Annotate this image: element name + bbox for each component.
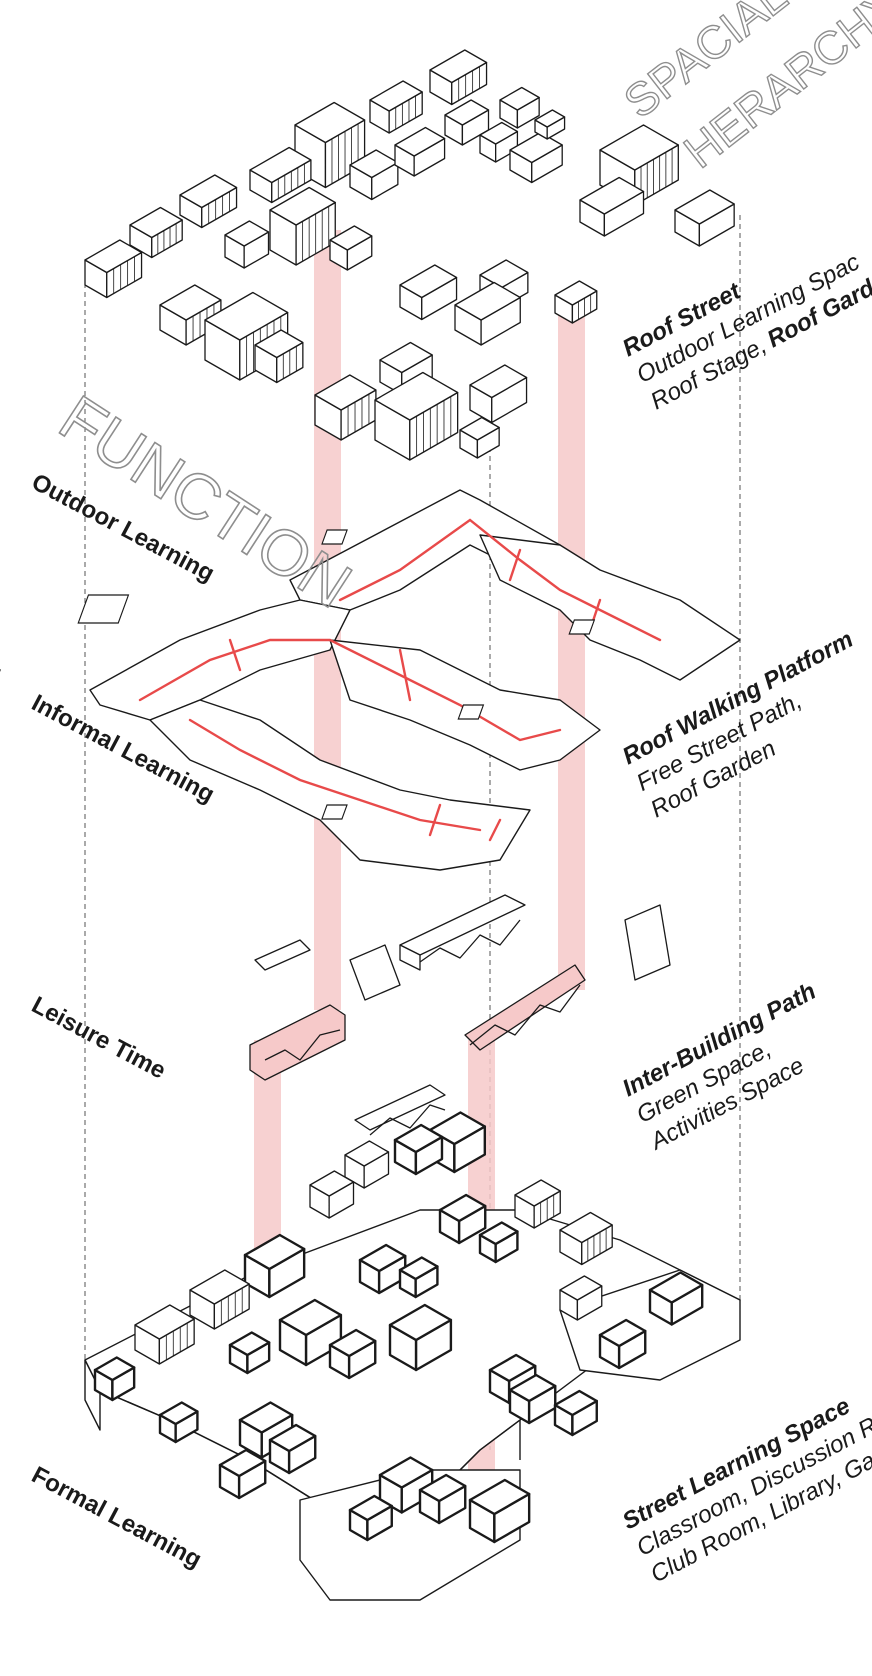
block-roof-face xyxy=(559,1275,603,1301)
block-roof-face xyxy=(328,1328,377,1358)
layer-street-learning-space-label: Street Learning Space Classroom, Discuss… xyxy=(618,1392,872,1588)
block-roof-face xyxy=(479,121,519,145)
block-roof-face xyxy=(269,186,336,226)
function-label-formal-learning: Formal Learning xyxy=(27,1461,206,1573)
block-roof-face xyxy=(508,1373,557,1403)
platform-slab-south xyxy=(149,699,531,871)
block-roof-face xyxy=(228,1331,271,1357)
block-roof-face xyxy=(294,101,366,144)
block-roof-face xyxy=(224,220,270,247)
layer-roof-street-label: Roof Street Outdoor Learning Spac Roof S… xyxy=(618,248,872,415)
block-roof-face xyxy=(378,1456,434,1489)
block-roof-face xyxy=(348,1494,393,1522)
bridge-right-pink xyxy=(464,964,586,1051)
block-roof-face xyxy=(218,1448,267,1478)
block-roof-face xyxy=(579,176,645,215)
layer-inter-building-path-label: Inter-Building Path Green Space, Activit… xyxy=(618,978,820,1157)
block-roof-face xyxy=(379,341,433,374)
bridge-lower xyxy=(354,1084,446,1131)
block-roof-face xyxy=(438,1193,487,1223)
stair-left xyxy=(254,939,311,971)
block-roof-face xyxy=(268,1423,317,1453)
block-roof-face xyxy=(398,1256,439,1281)
platform-slab-east xyxy=(479,534,741,681)
block-roof-face xyxy=(429,49,488,84)
block-roof-face xyxy=(159,284,222,321)
block-roof-face xyxy=(243,1233,306,1271)
block-roof-face xyxy=(428,1111,487,1146)
roof-street-blocks xyxy=(84,49,735,461)
block-roof-face xyxy=(329,225,373,251)
block-roof-face xyxy=(514,1179,561,1207)
block-roof-face xyxy=(358,1243,407,1273)
block-roof-face xyxy=(554,280,598,306)
block-roof-face xyxy=(598,1318,647,1348)
block-roof-face xyxy=(509,131,563,164)
block-roof-face xyxy=(254,329,304,359)
block-roof-face xyxy=(158,1401,199,1426)
block-roof-face xyxy=(93,1356,136,1382)
block-roof-face xyxy=(469,364,528,399)
bridge-top xyxy=(399,894,526,956)
block-roof-face xyxy=(369,80,423,112)
block-roof-face xyxy=(499,86,540,111)
stair-right xyxy=(624,904,671,981)
block-roof-face xyxy=(478,1221,519,1246)
block-roof-face xyxy=(249,146,312,184)
block-roof-face xyxy=(134,1304,195,1340)
block-roof-face xyxy=(309,1170,355,1197)
block-roof-face xyxy=(459,416,500,441)
block-roof-face xyxy=(84,239,143,274)
block-roof-face xyxy=(238,1401,294,1434)
block-roof-face xyxy=(129,206,183,239)
block-roof-face xyxy=(394,126,446,157)
block-roof-face xyxy=(648,1271,704,1304)
band-right-upper xyxy=(558,300,585,990)
function-label-leisure-time: Leisure Time xyxy=(27,991,170,1084)
block-roof-face xyxy=(444,99,490,126)
block-roof-face xyxy=(388,1303,453,1342)
block-roof-face xyxy=(179,174,238,209)
platform-courtyards xyxy=(0,529,596,820)
block-roof-face xyxy=(534,109,566,128)
block-roof-face xyxy=(599,124,679,171)
block-roof-face xyxy=(374,371,459,421)
block-roof-face xyxy=(488,1353,537,1383)
block-roof-face xyxy=(399,264,458,299)
block-roof-face xyxy=(314,374,377,411)
street-learning-blocks xyxy=(93,1111,704,1544)
block-roof-face xyxy=(204,291,289,341)
stair-middle xyxy=(349,944,401,1001)
bridge-top-side xyxy=(399,944,421,971)
block-roof-face xyxy=(278,1298,343,1337)
inter-building-paths xyxy=(249,894,671,1136)
block-roof-face xyxy=(468,1478,531,1516)
block-roof-face xyxy=(454,281,521,321)
block-roof-face xyxy=(189,1269,250,1305)
block-roof-face xyxy=(393,1123,444,1154)
block-roof-face xyxy=(674,189,735,225)
block-roof-face xyxy=(553,1389,598,1417)
block-roof-face xyxy=(418,1473,467,1503)
block-roof-face xyxy=(559,1211,613,1244)
platform-slab-west xyxy=(89,599,351,721)
block-roof-face xyxy=(344,1140,390,1167)
bridge-left-pink xyxy=(249,1004,346,1081)
